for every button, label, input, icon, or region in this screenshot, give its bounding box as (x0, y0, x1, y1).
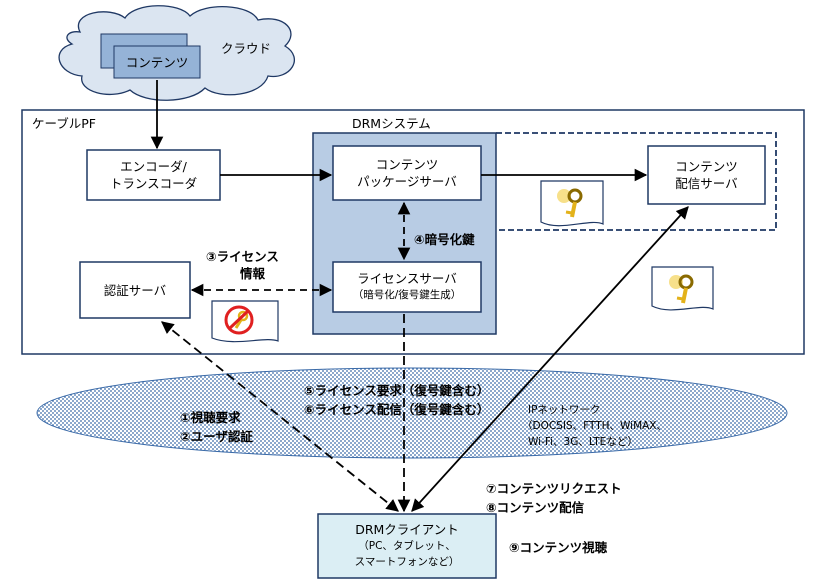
license-info-line1: ③ライセンス (206, 249, 279, 264)
license-server-line1: ライセンスサーバ (357, 271, 457, 286)
delivery-server-box-frame (647, 145, 766, 205)
ip-network-line2: （DOCSIS、FTTH、WiMAX、 (522, 420, 668, 432)
encoder-box: エンコーダ/ トランスコーダ (87, 150, 220, 200)
ip-network-line3: Wi-Fi、3G、LTEなど） (528, 436, 638, 448)
encoder-line1: エンコーダ/ (120, 159, 187, 174)
package-server-box: コンテンツ パッケージサーバ (333, 146, 481, 200)
step-license-delivery: ⑥ライセンス配信（復号鍵含む） (304, 402, 490, 417)
drm-client-box-frame (317, 513, 497, 579)
step-content-request: ⑦コンテンツリクエスト (486, 481, 622, 496)
package-server-line2: パッケージサーバ (357, 174, 457, 189)
drm-system-label: DRMシステム (352, 116, 431, 131)
step-view-request: ①視聴要求 (180, 410, 241, 425)
cloud-content-card (113, 45, 201, 79)
delivery-server-line1: コンテンツ (675, 159, 738, 174)
drm-client-line1: DRMクライアント (355, 522, 459, 537)
prohibited-key-document-icon (211, 300, 279, 343)
cable-pf-label: ケーブルPF (32, 116, 96, 131)
encryption-key-label: ④暗号化鍵 (414, 232, 475, 247)
delivery-server-line2: 配信サーバ (675, 176, 738, 191)
encoder-box-frame (86, 149, 221, 201)
delivery-server-box: コンテンツ 配信サーバ (648, 146, 765, 204)
drm-client-box: DRMクライアント （PC、タブレット、 スマートフォンなど） (318, 514, 496, 578)
encoder-line2: トランスコーダ (109, 176, 198, 191)
drm-client-line3: スマートフォンなど） (354, 556, 460, 568)
auth-server-box-frame (79, 261, 191, 319)
key-document-icon-1 (540, 180, 604, 227)
step-content-viewing: ⑨コンテンツ視聴 (509, 540, 608, 555)
step-content-delivery: ⑧コンテンツ配信 (486, 500, 585, 515)
drm-client-line2: （PC、タブレット、 (358, 540, 456, 552)
package-server-box-frame (332, 145, 482, 201)
step-license-request: ⑤ライセンス要求（復号鍵含む） (304, 383, 490, 398)
cloud-content-label: コンテンツ (125, 54, 189, 70)
auth-server-box: 認証サーバ (103, 282, 167, 298)
package-server-line1: コンテンツ (375, 157, 439, 172)
arrow-client-delivery (411, 206, 689, 512)
step-user-auth: ②ユーザ認証 (180, 429, 253, 444)
license-server-box: ライセンスサーバ （暗号化/復号鍵生成） (333, 262, 481, 312)
arrow-client-auth-dashed (161, 321, 399, 512)
license-server-line2: （暗号化/復号鍵生成） (352, 289, 462, 301)
key-document-icon-2 (651, 266, 714, 311)
ip-network-line1: IPネットワーク (528, 404, 601, 416)
license-info-line2: 情報 (240, 266, 266, 281)
cloud-label: クラウド (221, 41, 272, 56)
